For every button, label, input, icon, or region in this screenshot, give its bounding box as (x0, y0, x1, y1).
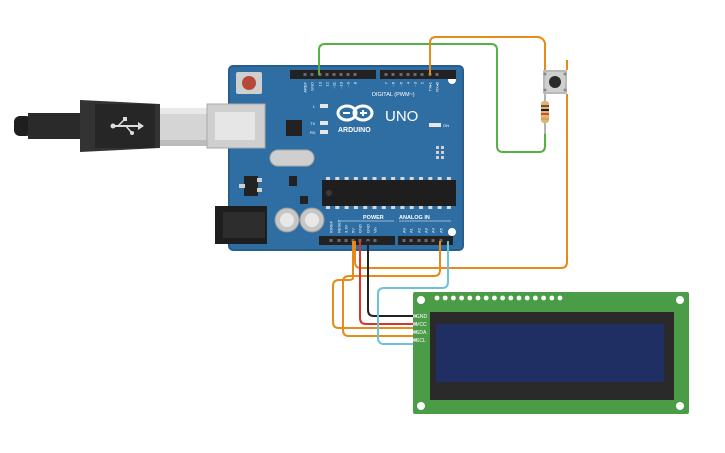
top-pin-label: ~10 (339, 81, 344, 89)
lcd-module (413, 292, 689, 414)
top-pin-label: RX◂0 (435, 81, 440, 92)
atmega-chip (322, 177, 456, 209)
led-rx-label: RX (310, 130, 316, 135)
digital-header-label: DIGITAL (PWM~) (372, 92, 415, 98)
led-l-label: L (313, 104, 316, 109)
top-pin-label: 7 (384, 81, 389, 84)
lcd-pin-label-sda: SDA (416, 330, 427, 336)
bottom-pin-label: GND (358, 224, 363, 233)
arduino-logo (336, 104, 374, 122)
usb-cable-icon (14, 100, 210, 152)
top-pin-label: TX▸1 (428, 81, 433, 91)
lcd-pin-label-vcc: VCC (416, 322, 427, 328)
bottom-pin-label: A0 (402, 227, 407, 233)
bottom-pin-label: A3 (424, 227, 429, 233)
bottom-pin-label: RESET (337, 219, 342, 233)
status-leds: L TX RX ON (310, 104, 449, 135)
brand-label: ARDUINO (338, 127, 371, 134)
top-pin-label: 4 (406, 81, 411, 84)
model-label: UNO (385, 108, 418, 125)
pushbutton-icon[interactable] (543, 70, 567, 94)
wires (318, 36, 568, 345)
analog-header-label: ANALOG IN (399, 215, 430, 221)
bottom-pin-label: Vin (373, 227, 378, 233)
top-pin-label: ~5 (399, 81, 404, 86)
bottom-pin-label: GND (366, 224, 371, 233)
top-pin-label: ~6 (391, 81, 396, 86)
bottom-pin-label: A5 (439, 227, 444, 233)
top-pin-label: ~11 (332, 81, 337, 88)
top-pin-label: ~9 (346, 81, 351, 86)
power-header-label: POWER (363, 215, 384, 221)
top-pin-label: AREF (303, 81, 308, 92)
bottom-pin-label: 3.3V (344, 224, 349, 233)
bottom-pin-label: 5V (351, 228, 356, 233)
top-pin-label: GND (310, 82, 315, 91)
lcd-pin-label-gnd: GND (416, 314, 428, 320)
icsp-header (436, 146, 444, 159)
top-pin-label: 12 (325, 81, 330, 86)
lcd-pin-label-scl: SCL (416, 338, 426, 344)
top-pin-label: 13 (318, 81, 323, 86)
led-on-label: ON (443, 123, 449, 128)
resistor-icon (541, 94, 549, 134)
top-pin-label: 2 (420, 81, 425, 84)
lcd-screen (436, 324, 664, 382)
bottom-pin-label: A4 (431, 227, 436, 233)
bottom-pin-label: A2 (417, 227, 422, 233)
top-pin-label: 8 (353, 81, 358, 84)
top-pin-label: ~3 (413, 81, 418, 86)
bottom-pin-label: IOREF (329, 220, 334, 233)
led-tx-label: TX (310, 121, 315, 126)
bottom-pin-label: A1 (409, 227, 414, 233)
